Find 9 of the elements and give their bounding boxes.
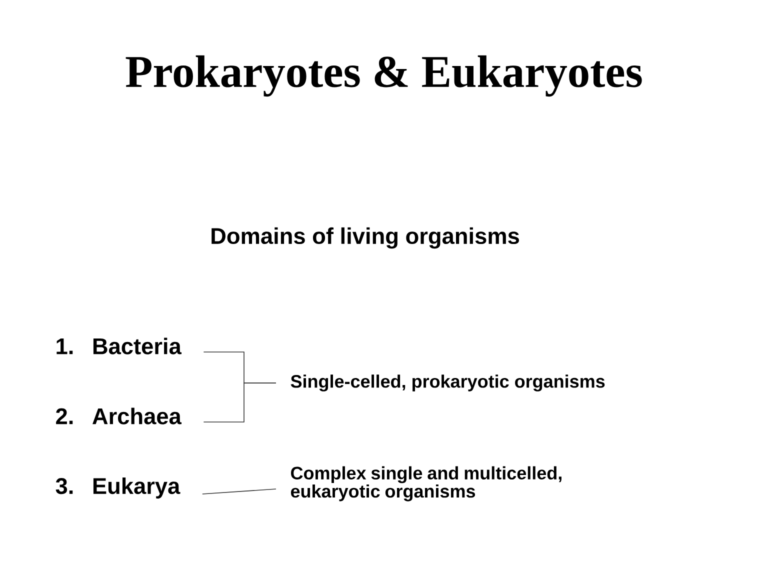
list-item: 2. Archaea: [56, 408, 182, 424]
connector-line: [202, 488, 276, 494]
connector-line: [203, 382, 276, 422]
list-item: 1. Bacteria: [56, 338, 182, 354]
list-item: 3. Eukarya: [56, 477, 180, 499]
title: Prokaryotes & Eukaryotes: [126, 55, 642, 97]
description-text: Single-celled, prokaryotic organisms: [290, 374, 605, 392]
description-text: Complex single and multicelled, eukaryotic organisms: [290, 466, 562, 502]
subtitle: Domains of living organisms: [212, 227, 519, 249]
